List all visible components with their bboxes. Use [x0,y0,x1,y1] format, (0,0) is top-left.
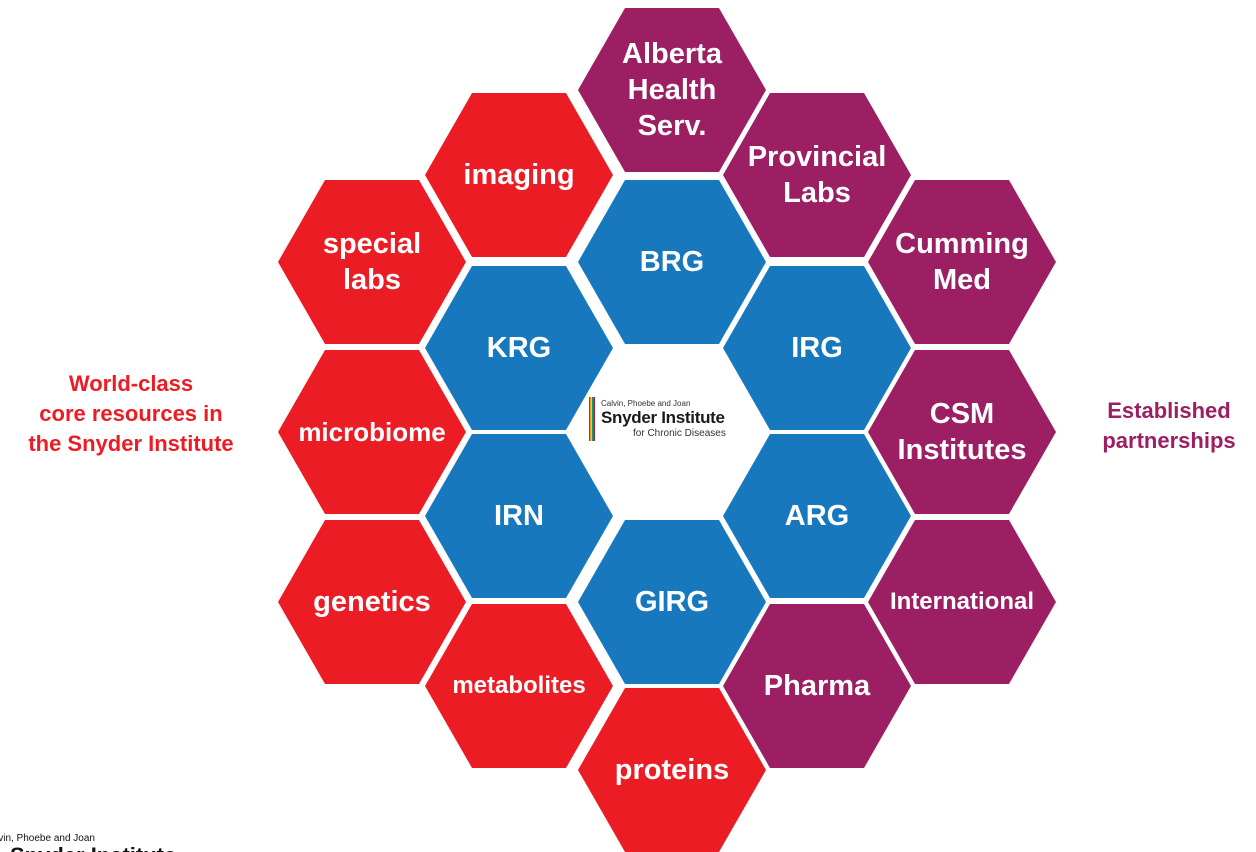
hex-cumming-med: Cumming Med [868,180,1056,344]
hex-label: Pharma [763,670,871,702]
hex-alberta-health-services: Alberta Health Serv. [578,8,766,172]
snyder-institute-logo: Calvin, Phoebe and Joan Snyder Institute… [589,393,759,453]
corner-logo-line-1: lvin, Phoebe and Joan [0,833,95,844]
corner-logo: lvin, Phoebe and Joan Snyder Institute [0,833,200,852]
hex-label: IRN [494,500,544,532]
hex-label: proteins [614,754,730,786]
hex-imaging: imaging [425,93,613,257]
hex-microbiome: microbiome [278,350,466,514]
hex-international: International [868,520,1056,684]
hex-krg: KRG [425,266,613,430]
hex-metabolites: metabolites [425,604,613,768]
hex-special-labs: special labs [278,180,466,344]
hex-csm-institutes: CSM Institutes [868,350,1056,514]
hex-label: International [889,588,1034,615]
hex-label: KRG [486,332,552,364]
corner-logo-line-2: Snyder Institute [10,843,176,852]
core-resources-caption: World-class core resources in the Snyder… [28,371,234,456]
hex-label: microbiome [298,417,446,447]
logo-line-3: for Chronic Diseases [633,428,726,439]
partnerships-caption: Established partnerships [1102,398,1236,453]
hex-provincial-labs: Provincial Labs [723,93,911,257]
hex-irn: IRN [425,434,613,598]
hex-label: ARG [784,500,850,532]
hex-genetics: genetics [278,520,466,684]
hex-label: special labs [322,228,422,296]
hex-label: imaging [463,159,575,191]
hex-label: GIRG [634,586,710,618]
hex-label: metabolites [452,672,586,699]
hex-arg: ARG [723,434,911,598]
hex-label: genetics [313,586,431,618]
hex-label: CSM Institutes [897,398,1027,466]
hex-label: BRG [639,246,705,278]
hex-pharma: Pharma [723,604,911,768]
hex-label: IRG [791,332,843,364]
hex-proteins: proteins [578,688,766,852]
hex-brg: BRG [578,180,766,344]
hex-label: Cumming Med [895,228,1029,296]
logo-line-1: Calvin, Phoebe and Joan [601,399,691,408]
logo-color-bars [589,397,595,441]
hex-label: Alberta Health Serv. [622,38,722,142]
logo-line-2: Snyder Institute [601,408,725,427]
hex-girg: GIRG [578,520,766,684]
hex-label: Provincial Labs [747,141,887,209]
